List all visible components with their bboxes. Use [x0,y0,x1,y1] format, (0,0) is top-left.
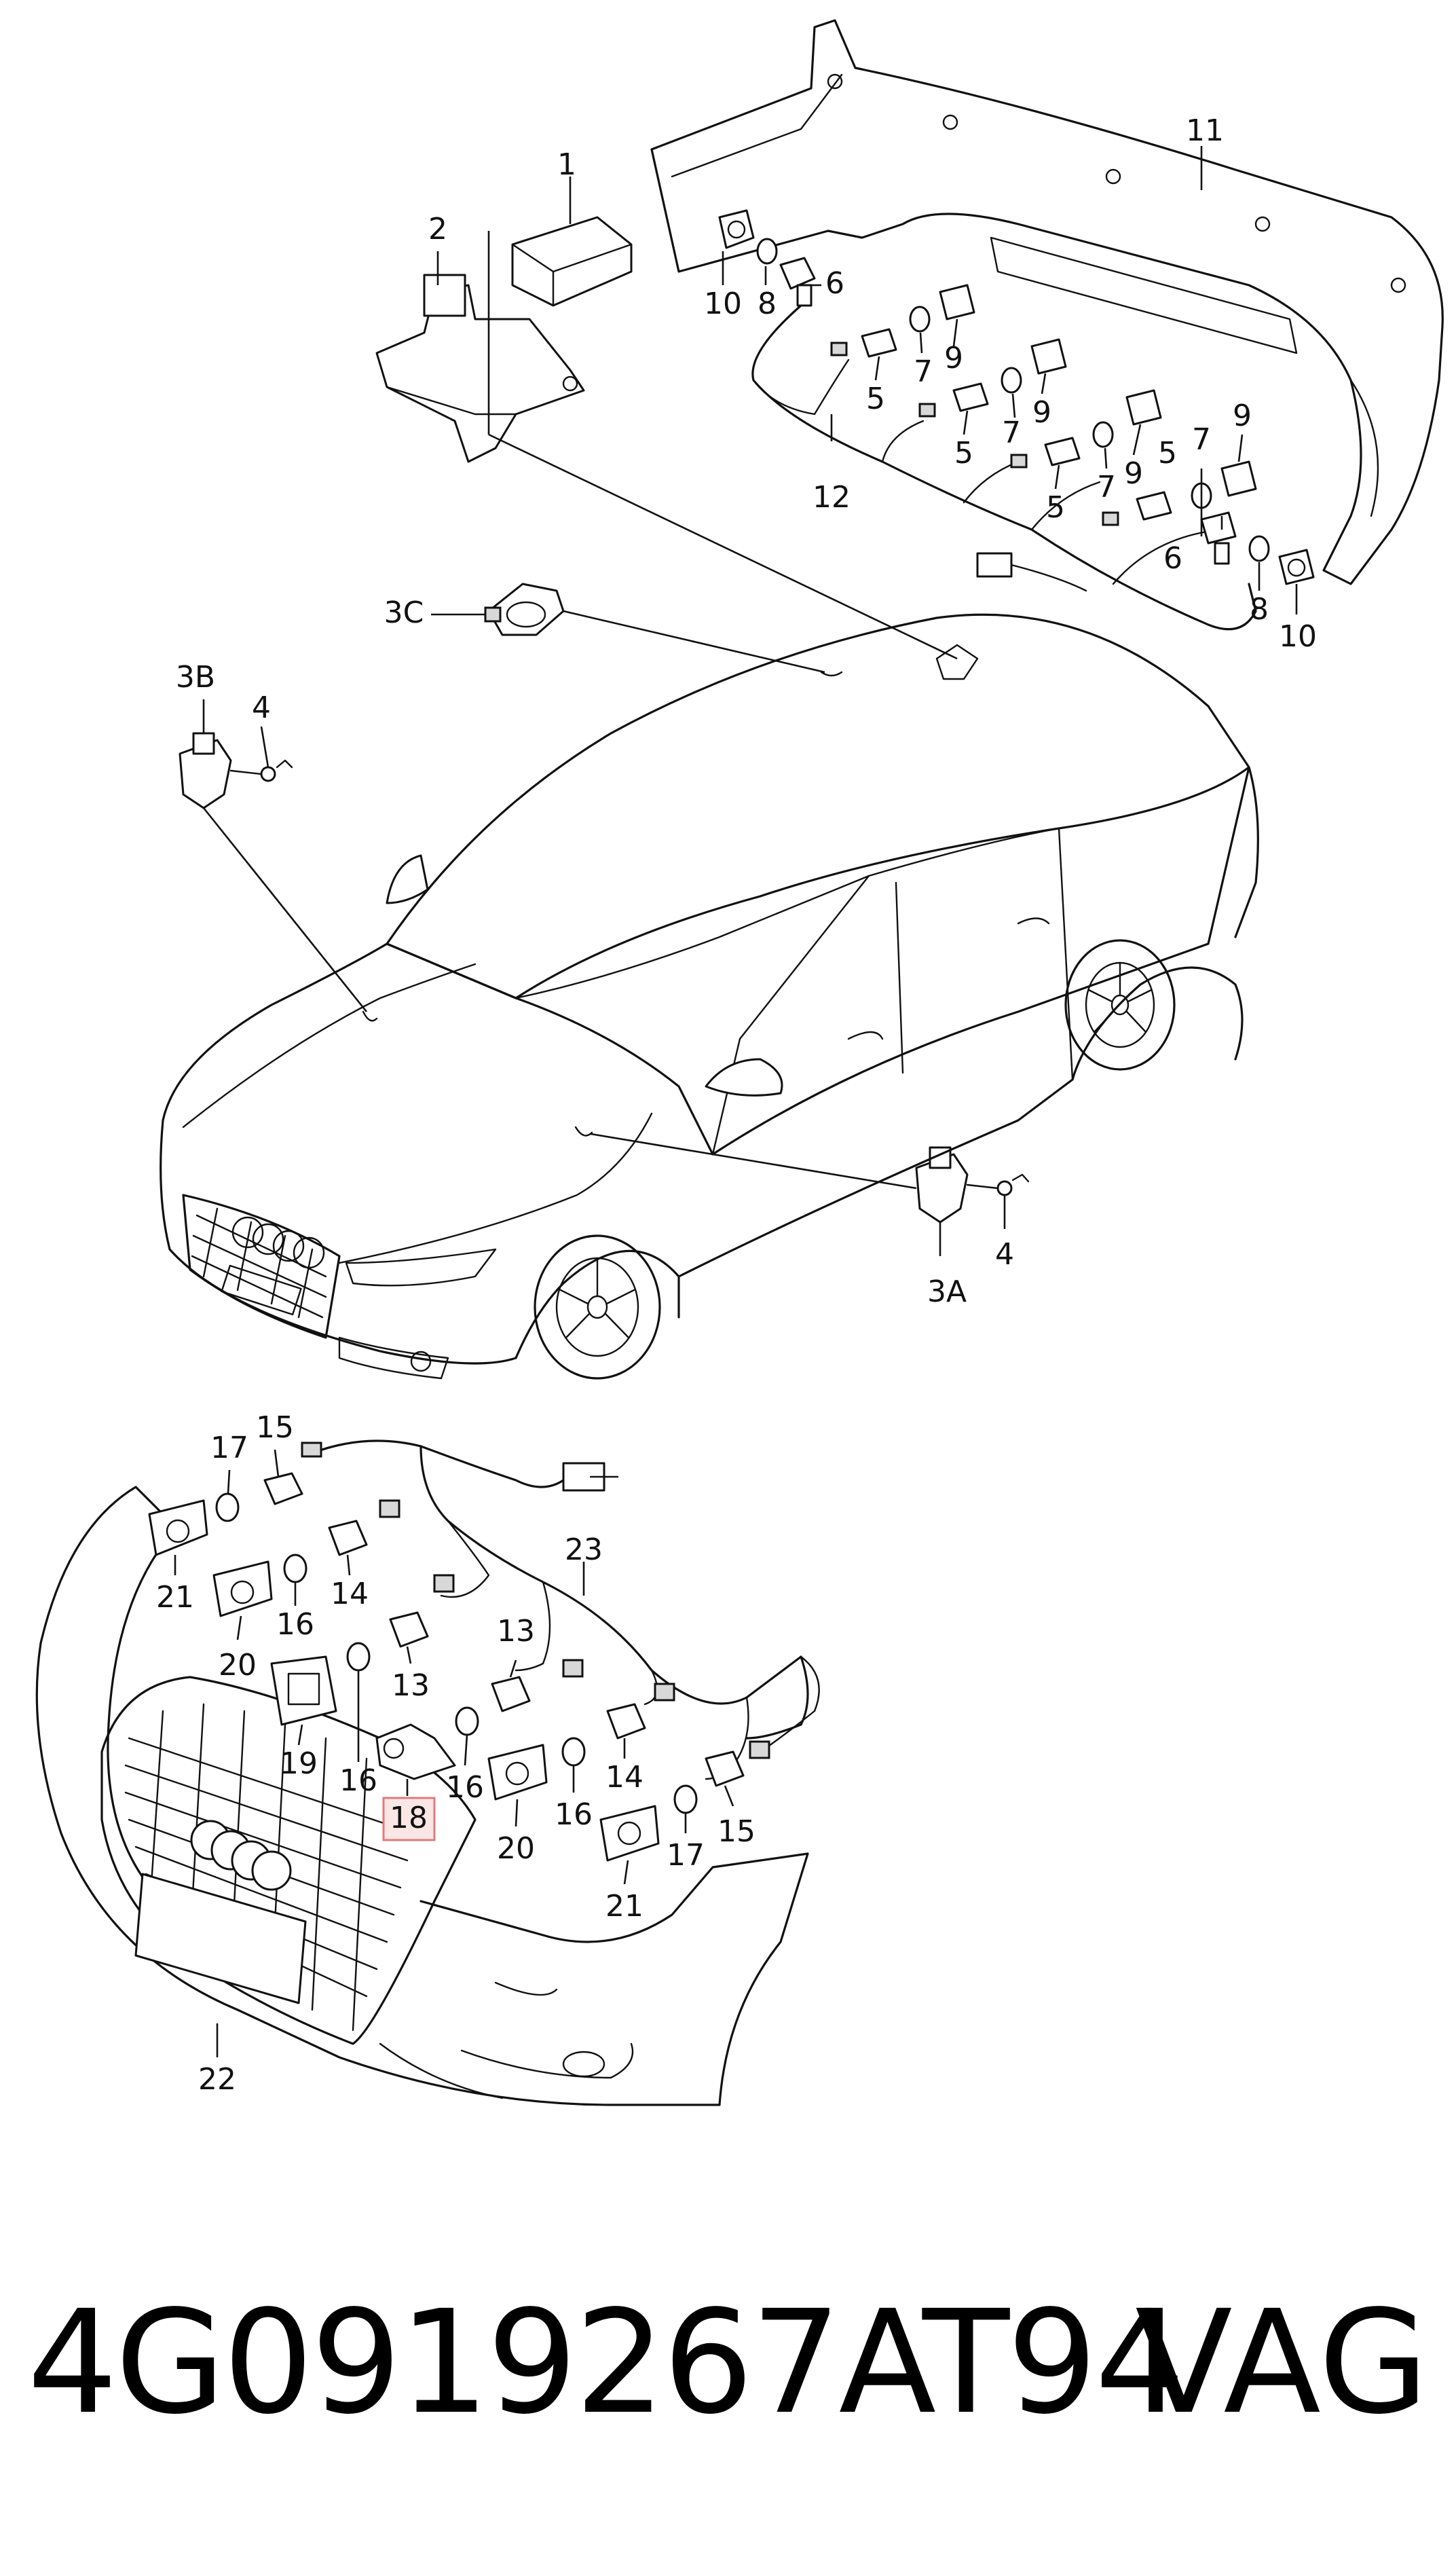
label-4-right: 4 [995,1237,1014,1272]
car-outline [160,613,1259,1380]
label-22: 22 [198,2062,236,2097]
label-5-a: 5 [866,382,885,416]
label-6-left: 6 [825,266,844,301]
label-7-c: 7 [1097,470,1116,504]
label-8-left: 8 [758,287,777,321]
label-16-b: 16 [339,1763,377,1798]
antenna-3c [484,583,565,636]
rear-sensor-parts [718,209,1315,585]
brand-name: VAG [1135,2279,1429,2446]
label-17-left: 17 [210,1431,248,1465]
leader-lines-bottom [174,1449,734,2057]
label-7-b: 7 [1002,416,1021,450]
label-3a: 3A [927,1274,967,1309]
label-16-c: 16 [446,1770,484,1805]
front-wiring-harness [311,1439,820,1780]
label-9-d: 9 [1233,399,1252,433]
label-17-right: 17 [667,1838,705,1873]
footer: 4G0919267AT94 VAG [27,2281,1429,2444]
label-12: 12 [813,480,851,515]
label-14-right: 14 [605,1760,643,1795]
label-8-right: 8 [1250,592,1269,627]
label-3c: 3C [384,595,424,630]
antenna-3b [179,732,293,809]
callout-labels: 1 2 11 10 8 6 5 7 9 5 7 9 5 7 9 5 7 9 6 … [156,113,1317,2097]
label-9-a: 9 [944,341,963,375]
part-number: 4G0919267AT94 [27,2279,1185,2446]
label-5-c: 5 [1046,490,1065,525]
antenna-3a [915,1146,1030,1224]
label-2: 2 [428,212,447,246]
rear-bumper [650,19,1444,585]
label-7-a: 7 [914,354,933,389]
front-bumper [35,1486,809,2106]
label-20-right: 20 [497,1831,535,1866]
label-6-right: 6 [1163,541,1182,576]
label-23: 23 [565,1532,603,1567]
label-3b: 3B [176,660,215,695]
label-5-d: 5 [1158,436,1177,471]
highlight-box-18 [382,1797,436,1841]
label-19: 19 [280,1746,318,1781]
label-11: 11 [1186,113,1224,148]
label-14-left: 14 [331,1577,369,1611]
label-9-c: 9 [1124,456,1143,491]
label-16-a: 16 [276,1607,314,1642]
label-18-highlighted: 18 [390,1801,428,1835]
control-unit-and-bracket [375,216,633,463]
rear-wiring-harness [751,304,1257,631]
label-10-left: 10 [704,287,742,321]
label-16-d: 16 [555,1797,593,1832]
label-15-right: 15 [717,1814,755,1849]
label-13-b: 13 [497,1614,535,1649]
front-sensor-parts [148,1441,770,1862]
label-5-b: 5 [954,436,973,471]
label-7-d: 7 [1192,422,1211,457]
label-4-left: 4 [252,691,271,725]
label-15-left: 15 [256,1410,294,1445]
label-21-left: 21 [156,1580,194,1615]
label-1: 1 [557,147,576,182]
label-21-right: 21 [605,1889,643,1924]
label-9-b: 9 [1032,395,1051,430]
label-10-right: 10 [1279,619,1317,654]
leader-lines-top [202,146,1298,1256]
front-grille-pattern [191,1207,327,1319]
label-20-left: 20 [219,1648,257,1683]
label-13-a: 13 [392,1668,430,1703]
